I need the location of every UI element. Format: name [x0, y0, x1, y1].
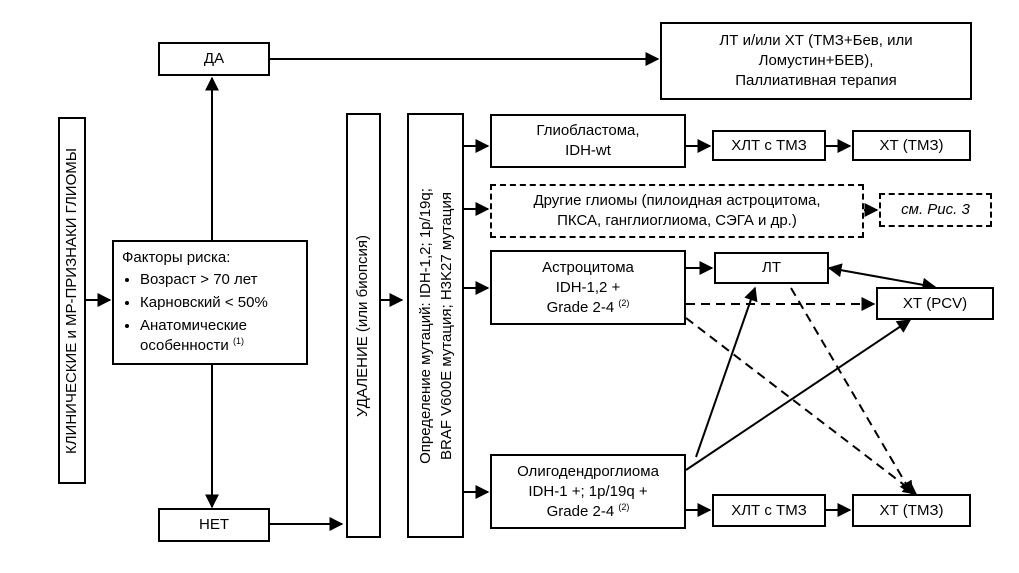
- other-gliomas-box: Другие глиомы (пилоидная астроцитома, ПК…: [490, 184, 864, 238]
- glioblastoma-box: Глиобластома, IDH-wt: [490, 114, 686, 168]
- clinical-signs-box: КЛИНИЧЕСКИЕ и МР-ПРИЗНАКИ ГЛИОМЫ: [58, 117, 86, 484]
- chemoradiotherapy-tmz-label-top: ХЛТ с ТМЗ: [731, 136, 807, 154]
- other-gliomas-line-2: ПКСА, ганглиоглиома, СЭГА и др.): [557, 212, 797, 229]
- chemoradiotherapy-tmz-box-top: ХЛТ с ТМЗ: [712, 130, 826, 161]
- no-label: НЕТ: [199, 516, 229, 533]
- oligodendroglioma-line-2: IDH-1 +; 1p/19q +: [528, 482, 648, 500]
- chemo-tmz-box-top: ХТ (ТМЗ): [852, 130, 971, 161]
- palliative-line-1: ЛТ и/или ХТ (ТМЗ+Бев, или: [719, 32, 913, 49]
- other-gliomas-line-1: Другие глиомы (пилоидная астроцитома,: [533, 192, 821, 209]
- yes-label: ДА: [203, 50, 225, 67]
- astrocytoma-line-3: Grade 2-4: [546, 298, 615, 316]
- palliative-line-2: Ломустин+БЕВ),: [758, 52, 874, 69]
- yes-box: ДА: [158, 42, 270, 76]
- chemoradiotherapy-tmz-label-bottom: ХЛТ с ТМЗ: [731, 501, 807, 519]
- chemoradiotherapy-tmz-box-bottom: ХЛТ с ТМЗ: [712, 494, 826, 527]
- radiotherapy-box: ЛТ: [714, 252, 829, 284]
- oligodendroglioma-footnote: (2): [618, 501, 630, 512]
- risk-factor-age: Возраст > 70 лет: [140, 270, 268, 290]
- risk-factors-box: Факторы риска: Возраст > 70 лет Карновск…: [112, 240, 308, 365]
- clinical-signs-label: КЛИНИЧЕСКИЕ и МР-ПРИЗНАКИ ГЛИОМЫ: [63, 147, 81, 454]
- arrow-oligo-to-pcv: [685, 319, 912, 471]
- oligodendroglioma-line-3: Grade 2-4: [546, 502, 615, 520]
- palliative-box: ЛТ и/или ХТ (ТМЗ+Бев, или Ломустин+БЕВ),…: [660, 22, 972, 100]
- oligodendroglioma-box: Олигодендроглиома IDH-1 +; 1p/19q + Grad…: [490, 454, 686, 529]
- chemo-tmz-label-bottom: ХТ (ТМЗ): [879, 501, 944, 519]
- astrocytoma-line-1: Астроцитома: [542, 258, 634, 276]
- removal-label: УДАЛЕНИЕ (или биопсия): [354, 234, 372, 417]
- chemo-tmz-label-top: ХТ (ТМЗ): [879, 136, 944, 154]
- risk-footnote: (1): [232, 336, 244, 346]
- radiotherapy-label: ЛТ: [761, 259, 781, 276]
- chemo-pcv-box: ХТ (PCV): [876, 287, 994, 320]
- risk-factor-karnofsky: Карновский < 50%: [140, 293, 268, 313]
- oligodendroglioma-line-1: Олигодендроглиома: [517, 462, 659, 480]
- mutations-line-1: Определение мутаций: IDH-1,2; 1p/19q;: [416, 187, 434, 464]
- removal-box: УДАЛЕНИЕ (или биопсия): [346, 113, 381, 538]
- dashed-arrow-astro-to-tmz: [685, 317, 918, 495]
- chemo-tmz-box-bottom: ХТ (ТМЗ): [852, 494, 971, 527]
- dashed-arrow-radio-to-tmz: [790, 287, 913, 496]
- palliative-line-3: Паллиативная терапия: [735, 72, 897, 89]
- astrocytoma-line-2: IDH-1,2 +: [555, 278, 621, 296]
- see-figure-box: см. Рис. 3: [879, 193, 992, 227]
- no-box: НЕТ: [158, 508, 270, 542]
- astrocytoma-box: Астроцитома IDH-1,2 + Grade 2-4 (2): [490, 250, 686, 325]
- mutations-box: Определение мутаций: IDH-1,2; 1p/19q; BR…: [407, 113, 464, 538]
- astrocytoma-footnote: (2): [618, 297, 630, 308]
- glioblastoma-line-1: Глиобластома,: [536, 122, 640, 139]
- see-figure-label: см. Рис. 3: [901, 201, 970, 218]
- risk-factors-title: Факторы риска:: [122, 249, 231, 266]
- mutations-line-2: BRAF V600E мутация; H3K27 мутация: [437, 191, 455, 460]
- arrow-oligo-to-radio: [695, 286, 758, 458]
- arrow-radio-pcv-both: [827, 263, 937, 292]
- glioblastoma-line-2: IDH-wt: [565, 142, 611, 159]
- chemo-pcv-label: ХТ (PCV): [902, 294, 968, 312]
